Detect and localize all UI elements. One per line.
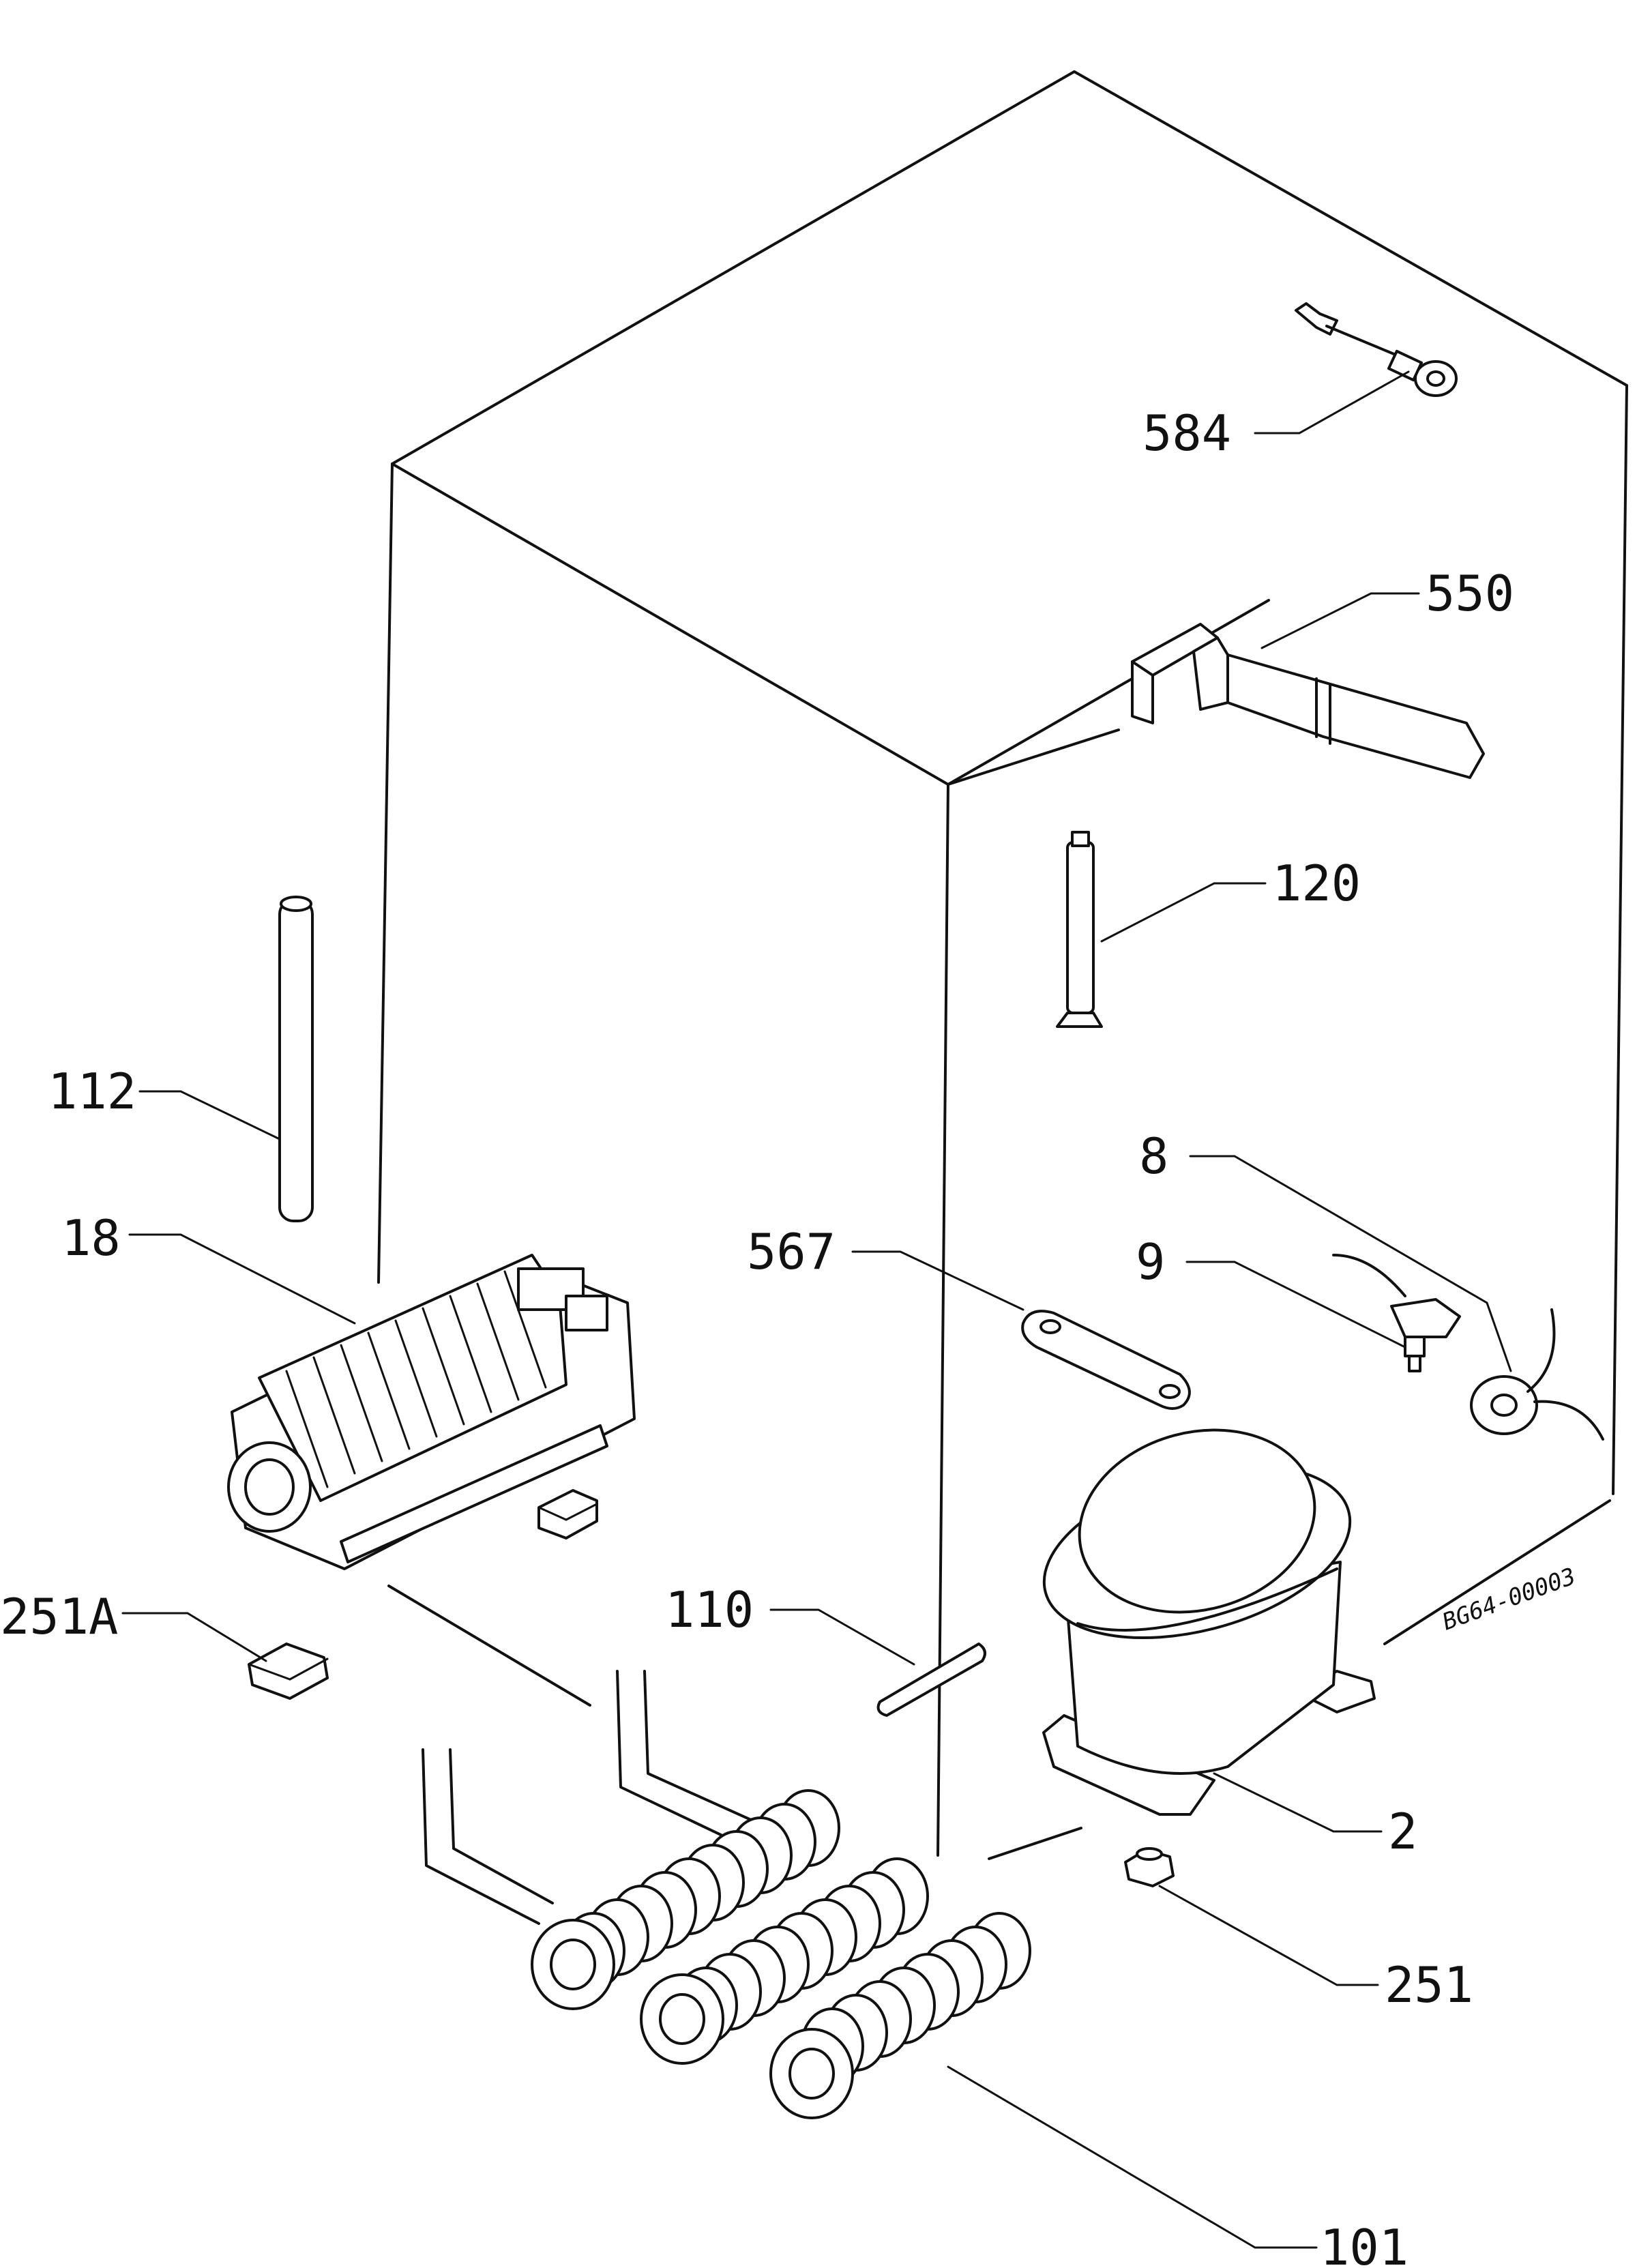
label-110-text: 110 (665, 1581, 754, 1638)
part-8 (1470, 1308, 1604, 1441)
label-251-text: 251 (1385, 1956, 1473, 2014)
part-9 (1332, 1254, 1461, 1372)
motor-fins (285, 1270, 547, 1488)
coil-row-1 (531, 1789, 840, 2010)
label-101: 101 (947, 2065, 1409, 2268)
label-550: 550 (1260, 565, 1514, 649)
label-251: 251 (1158, 1885, 1473, 2014)
cabinet-outline (377, 70, 1628, 1860)
label-567-text: 567 (747, 1223, 836, 1280)
label-8-text: 8 (1139, 1128, 1168, 1185)
label-18-text: 18 (61, 1209, 121, 1267)
label-584-text: 584 (1142, 404, 1231, 462)
label-112: 112 (48, 1063, 281, 1140)
label-112-text: 112 (48, 1063, 136, 1120)
part-18 (227, 1254, 636, 1570)
part-101 (422, 1670, 1031, 2119)
label-251A: 251A (0, 1588, 267, 1662)
part-2 (1042, 1428, 1376, 1816)
label-18: 18 (61, 1209, 356, 1325)
label-2: 2 (1213, 1772, 1417, 1860)
label-550-text: 550 (1426, 565, 1514, 622)
label-9-text: 9 (1136, 1233, 1165, 1291)
label-251A-text: 251A (0, 1588, 118, 1645)
label-120: 120 (1100, 855, 1361, 943)
coil-row-3 (769, 1912, 1031, 2119)
drawing-code: BG64-00003 (1439, 1563, 1579, 1636)
label-110: 110 (665, 1581, 915, 1666)
label-8: 8 (1139, 1128, 1512, 1372)
part-550 (1131, 623, 1485, 779)
label-101-text: 101 (1320, 2219, 1409, 2268)
coil-row-2 (640, 1857, 929, 2065)
motor-clip (537, 1489, 598, 1540)
label-584: 584 (1142, 370, 1410, 462)
part-251 (1124, 1847, 1175, 1887)
part-251A (248, 1643, 329, 1700)
label-2-text: 2 (1388, 1803, 1417, 1860)
label-567: 567 (747, 1223, 1024, 1311)
part-120 (1056, 831, 1103, 1028)
label-9: 9 (1136, 1233, 1406, 1349)
part-567 (1021, 1310, 1191, 1410)
label-120-text: 120 (1272, 855, 1361, 912)
part-110 (876, 1643, 986, 1717)
part-112 (278, 896, 314, 1222)
part-584 (1295, 302, 1458, 397)
